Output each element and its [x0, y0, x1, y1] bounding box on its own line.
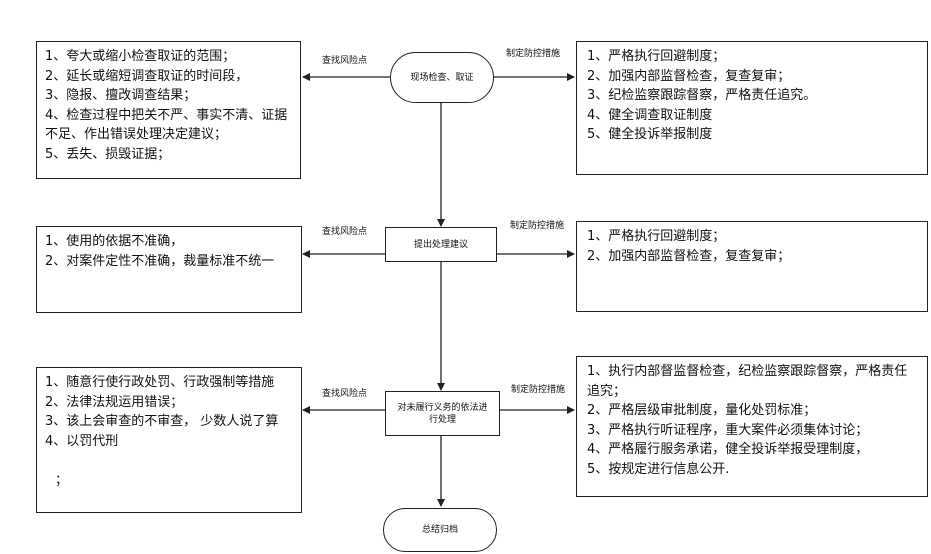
risk1-item: 1、夸大或缩小检查取证的范围； [45, 49, 236, 64]
risk3-item: 1、随意行使行政处罚、行政强制等措施 [45, 375, 275, 390]
measure-box-2: 1、严格执行回避制度； 2、加强内部监督检查，复查复审； [576, 221, 928, 312]
risk-box-1: 1、夸大或缩小检查取证的范围； 2、延长或缩短调查取证的时间段， 3、隐报、擅改… [36, 41, 301, 179]
measure-box-3: 1、执行内部督监督检查，纪检监察跟踪督察，严格责任追究； 2、严格层级审批制度，… [576, 356, 928, 497]
measure3-item: 2、严格层级审批制度，量化处罚标准； [587, 403, 817, 418]
risk3-item: 2、法律法规运用错误； [45, 394, 184, 410]
measure2-item: 2、加强内部监督检查，复查复审； [587, 248, 791, 264]
risk1-item: 2、延长或缩短调查取证的时间段， [45, 68, 249, 84]
risk1-item: 4、检查过程中把关不严、事实不清、证据不足、作出错误处理决定建议； [45, 107, 288, 143]
step3-node-label: 对未履行义务的依法进行处理 [397, 402, 488, 425]
measure3-item: 5、按规定进行信息公开. [587, 461, 730, 477]
measure3-item: 3、严格执行听证程序，重大案件必须集体讨论； [587, 422, 869, 438]
step3-node: 对未履行义务的依法进行处理 [385, 391, 500, 436]
label-measures-2: 制定防控措施 [510, 221, 565, 231]
risk1-item: 5、丢失、损毁证据； [45, 146, 171, 162]
label-measures-3: 制定防控措施 [511, 385, 566, 395]
label-measures-1: 制定防控措施 [506, 49, 561, 59]
end-node: 总结归档 [383, 508, 497, 552]
risk-box-3: 1、随意行使行政处罚、行政强制等措施 2、法律法规运用错误； 3、该上会审查的不… [36, 367, 302, 513]
measure1-item: 3、纪检监察跟踪督察，严格责任追究。 [587, 88, 817, 103]
measure1-item: 5、健全投诉举报制度 [587, 127, 713, 142]
risk-box-2: 1、使用的依据不准确， 2、对案件定性不准确，裁量标准不统一 [36, 226, 302, 313]
step2-node-label: 提出处理建议 [413, 239, 468, 250]
measure1-item: 4、健全调查取证制度 [587, 107, 713, 123]
risk1-item: 3、隐报、擅改调查结果； [45, 88, 197, 103]
measure1-item: 1、严格执行回避制度； [587, 49, 726, 64]
risk2-item: 1、使用的依据不准确， [45, 234, 184, 249]
step2-node: 提出处理建议 [385, 227, 497, 262]
risk3-item: ； [55, 472, 69, 488]
risk3-item: 3、该上会审查的不审查， 少数人说了算 [45, 414, 279, 429]
label-find-risk-2: 查找风险点 [322, 227, 368, 237]
measure-box-1: 1、严格执行回避制度； 2、加强内部监督检查，复查复审； 3、纪检监察跟踪督察，… [576, 41, 928, 175]
risk2-item: 2、对案件定性不准确，裁量标准不统一 [45, 253, 275, 269]
label-find-risk-3: 查找风险点 [322, 389, 368, 399]
start-node: 现场检查、取证 [390, 52, 494, 103]
start-node-label: 现场检查、取证 [410, 72, 474, 83]
end-node-label: 总结归档 [421, 525, 458, 535]
measure1-item: 2、加强内部监督检查，复查复审； [587, 68, 791, 84]
label-find-risk-1: 查找风险点 [322, 56, 368, 66]
risk3-item [45, 451, 293, 471]
measure3-item: 4、严格履行服务承诺，健全投诉举报受理制度， [587, 442, 869, 457]
measure3-item: 1、执行内部督监督检查，纪检监察跟踪督察，严格责任追究； [587, 364, 908, 399]
measure2-item: 1、严格执行回避制度； [587, 229, 726, 244]
risk3-item: 4、以罚代刑 [45, 433, 119, 449]
